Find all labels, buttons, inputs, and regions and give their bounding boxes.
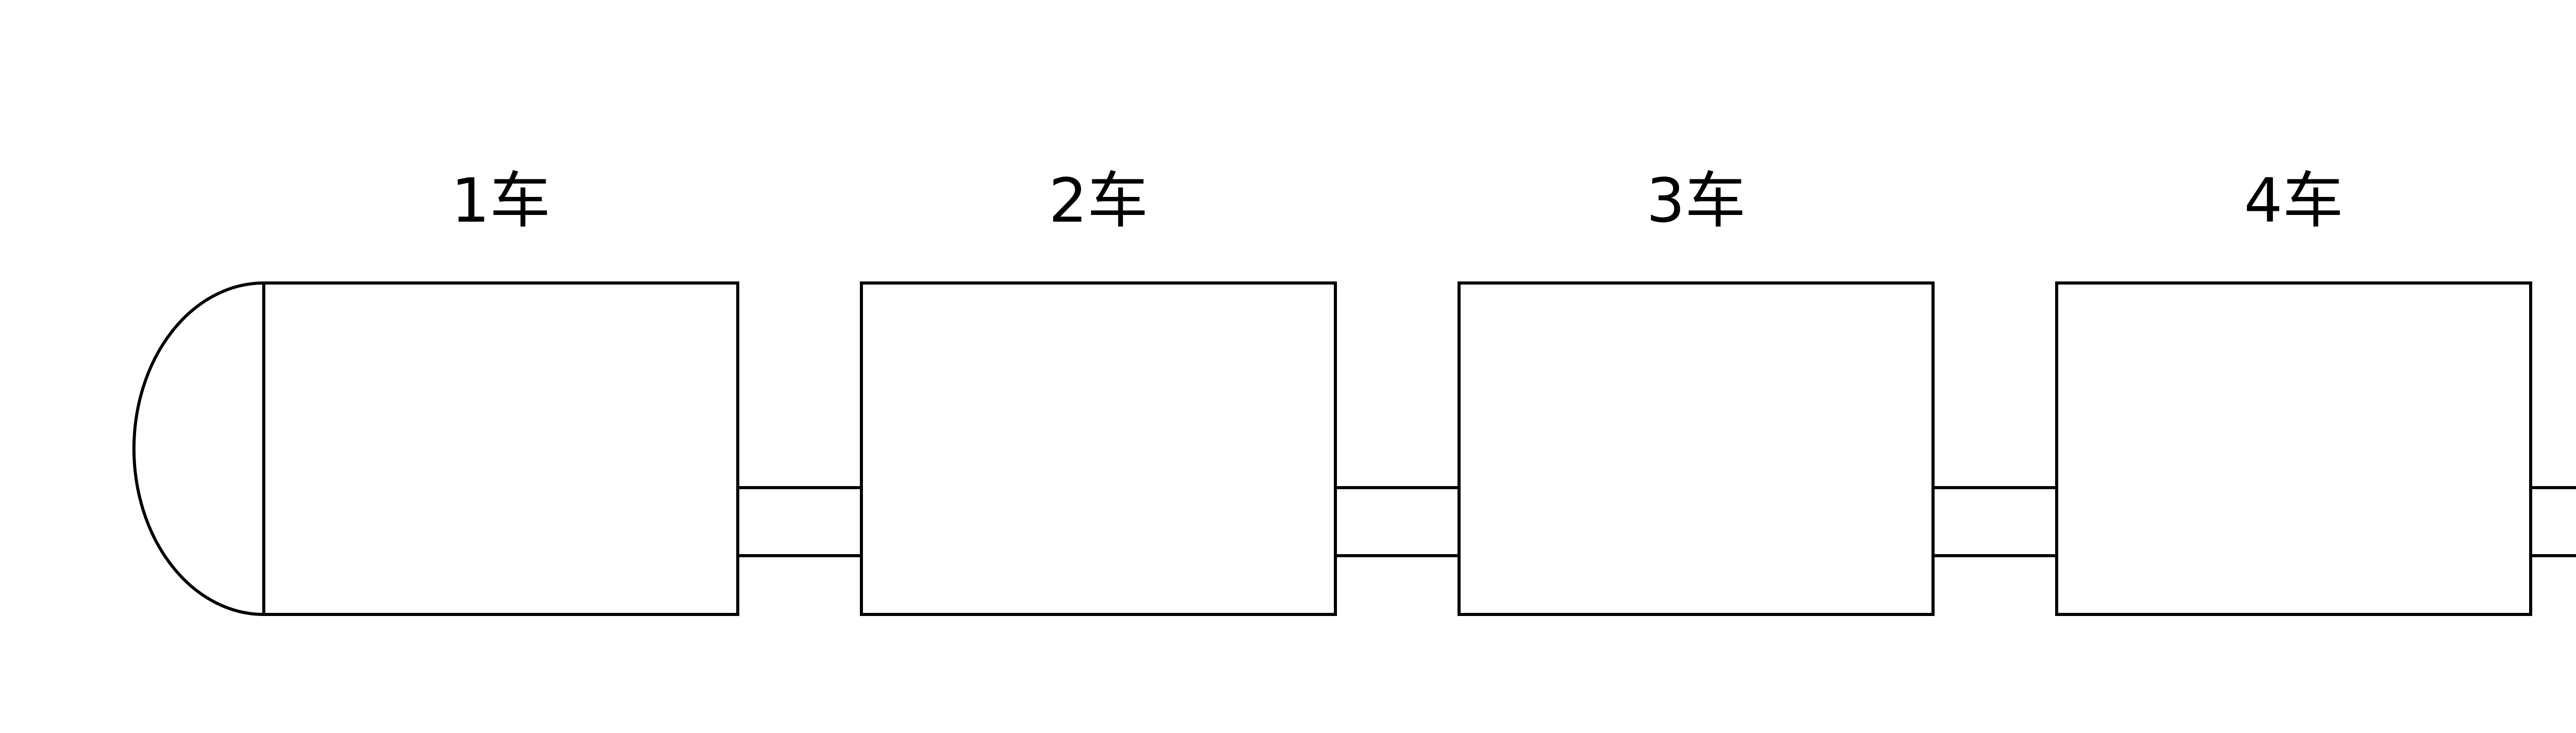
coupler-3-4 [1931,486,2058,557]
car-label-4: 4车 [2244,165,2344,236]
car-label-1: 1车 [451,165,551,236]
car-body-1[interactable] [262,281,739,616]
train-shapes-group [132,281,2576,616]
car-body-4[interactable] [2055,281,2532,616]
car-body-3[interactable] [1458,281,1935,616]
car-label-2: 2车 [1048,165,1148,236]
coupler-4-5 [2529,486,2576,557]
car-label-3: 3车 [1646,165,1746,236]
coupler-2-3 [1334,486,1461,557]
front-nose-cone [132,281,265,616]
car-body-2[interactable] [860,281,1337,616]
coupler-1-2 [736,486,863,557]
